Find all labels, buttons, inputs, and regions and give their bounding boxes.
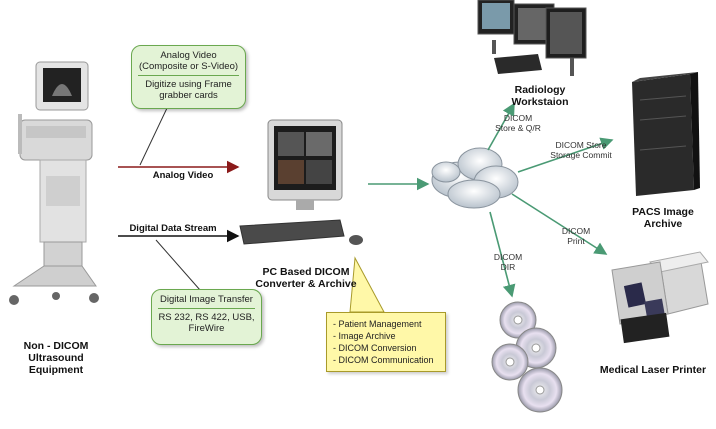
dicom-store-qr-label: DICOM Store & Q/R	[488, 113, 548, 133]
pc-label-line: Converter & Archive	[255, 278, 357, 290]
pc-label: PC Based DICOM Converter & Archive	[250, 266, 362, 290]
digital-box-line: RS 232, RS 422, USB,	[158, 312, 255, 323]
dicom-dir-line: DIR	[500, 262, 516, 272]
cloud-to-printer-arrow	[511, 193, 608, 255]
dicom-print-label: DICOM Print	[556, 226, 596, 246]
ultrasound-label-line: Ultrasound	[28, 352, 84, 364]
workstation-icon	[477, 0, 587, 76]
pc-icon	[239, 119, 363, 245]
pc-label-line: PC Based DICOM	[262, 266, 350, 278]
dicom-store-qr-line: DICOM	[503, 113, 533, 123]
digital-box-divider	[158, 308, 255, 309]
analog-box-line: Digitize using Frame	[145, 79, 232, 90]
ultrasound-machine-icon	[9, 61, 99, 305]
features-note: - Patient Management - Image Archive - D…	[326, 312, 446, 372]
note-item: - Patient Management	[333, 319, 422, 329]
workstation-label-line: Workstaion	[511, 96, 569, 108]
digital-data-arrow-label: Digital Data Stream	[129, 223, 217, 234]
cloud-to-pacs-arrow	[517, 137, 614, 173]
analog-box-divider	[138, 75, 239, 76]
digital-box-title: Digital Image Transfer	[160, 294, 253, 305]
dicom-dir-line: DICOM	[493, 252, 523, 262]
analog-box-line: (Composite or S-Video)	[138, 61, 239, 72]
cloud-to-cd-arrow	[489, 211, 516, 298]
pacs-label: PACS Image Archive	[626, 206, 700, 230]
workstation-label: Radiology Workstaion	[500, 84, 580, 108]
digital-transfer-box: Digital Image Transfer RS 232, RS 422, U…	[151, 289, 262, 345]
dicom-store-commit-line: Storage Commit	[550, 150, 612, 160]
analog-box-connector	[139, 105, 169, 166]
pacs-label-line: Archive	[643, 218, 683, 230]
printer-label: Medical Laser Printer	[599, 364, 707, 376]
pacs-server-icon	[632, 72, 700, 196]
dicom-dir-media-icon	[491, 301, 563, 413]
ultrasound-label-line: Equipment	[28, 364, 84, 376]
dicom-print-line: DICOM	[561, 226, 591, 236]
digital-box-line: FireWire	[188, 323, 225, 334]
analog-box-line: grabber cards	[159, 90, 218, 101]
dicom-store-commit-line: DICOM Store	[555, 140, 607, 150]
analog-video-box: Analog Video (Composite or S-Video) Digi…	[131, 45, 246, 109]
laser-printer-icon	[611, 251, 709, 344]
analog-video-arrow-label: Analog Video	[152, 170, 214, 181]
network-cloud-icon	[431, 147, 519, 209]
dicom-print-line: Print	[567, 236, 585, 246]
dicom-dir-label: DICOM DIR	[488, 252, 528, 272]
note-item: - Image Archive	[333, 331, 396, 341]
digital-box-connector	[155, 239, 201, 291]
dicom-store-commit-label: DICOM Store Storage Commit	[546, 140, 616, 160]
note-item: - DICOM Conversion	[333, 343, 417, 353]
analog-box-line: Analog Video	[160, 50, 217, 61]
pacs-label-line: PACS Image	[632, 206, 694, 218]
dicom-store-qr-line: Store & Q/R	[495, 123, 541, 133]
workstation-label-line: Radiology	[514, 84, 566, 96]
ultrasound-label-line: Non - DICOM	[23, 340, 89, 352]
ultrasound-label: Non - DICOM Ultrasound Equipment	[0, 340, 112, 376]
cloud-to-workstation-arrow	[487, 102, 515, 151]
note-item: - DICOM Communication	[333, 355, 434, 365]
